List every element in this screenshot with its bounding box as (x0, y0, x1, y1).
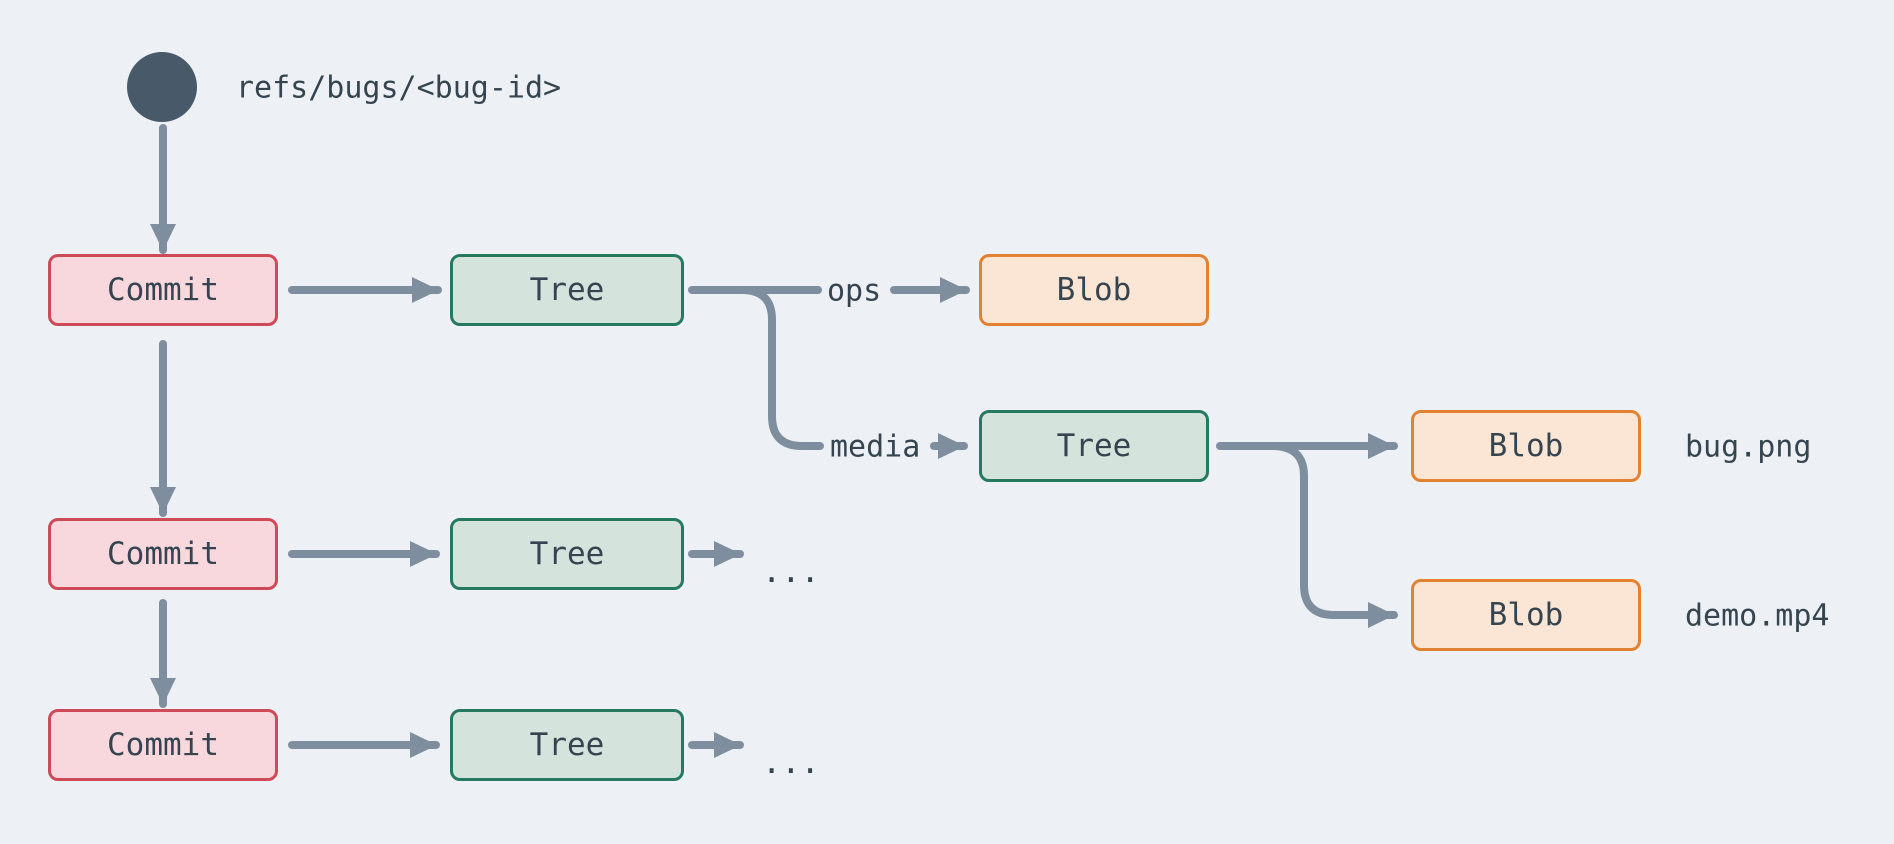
node-commit-2: Commit (48, 518, 278, 590)
ref-label: refs/bugs/<bug-id> (236, 70, 562, 106)
node-tree-1: Tree (450, 254, 684, 326)
edge-label-ops: ops (827, 273, 882, 309)
node-label: Commit (107, 272, 219, 308)
node-commit-3: Commit (48, 709, 278, 781)
node-label: Blob (1488, 428, 1564, 464)
node-label: Blob (1056, 272, 1132, 308)
node-tree-row2: Tree (450, 518, 684, 590)
node-blob-demo: Blob (1411, 579, 1641, 651)
edge-label-media: media (830, 429, 921, 465)
node-label: Tree (1056, 428, 1132, 464)
node-label: Tree (529, 272, 605, 308)
curve-tree1-to-media (738, 286, 824, 450)
node-label: Tree (529, 727, 605, 763)
node-blob-ops: Blob (979, 254, 1209, 326)
node-tree-row3: Tree (450, 709, 684, 781)
ellipsis-row3: ... (762, 743, 820, 781)
node-commit-1: Commit (48, 254, 278, 326)
curve-tree-media-to-blob-demo (1268, 442, 1398, 628)
file-label-bug-png: bug.png (1685, 429, 1812, 465)
node-tree-media: Tree (979, 410, 1209, 482)
node-label: Blob (1488, 597, 1564, 633)
node-label: Commit (107, 536, 219, 572)
node-label: Tree (529, 536, 605, 572)
node-blob-bug: Blob (1411, 410, 1641, 482)
file-label-demo-mp4: demo.mp4 (1685, 598, 1830, 634)
ref-dot (127, 52, 197, 122)
ellipsis-row2: ... (762, 552, 820, 590)
node-label: Commit (107, 727, 219, 763)
